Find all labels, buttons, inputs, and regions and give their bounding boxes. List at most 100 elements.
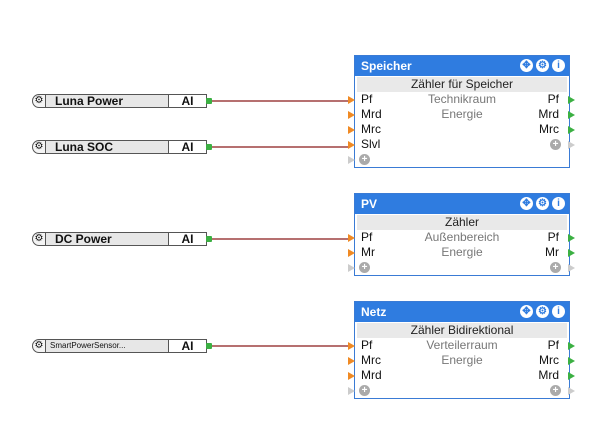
gear-icon[interactable]: ⚙ — [32, 94, 46, 108]
row-caption: Verteilerraum — [426, 338, 498, 352]
gear-icon[interactable]: ⚙ — [536, 59, 549, 72]
input-pin-empty[interactable] — [348, 264, 355, 272]
row-caption: Energie — [441, 107, 483, 121]
output-name: Mrd — [538, 368, 559, 382]
input-type: AI — [169, 94, 207, 108]
info-icon[interactable]: i — [552, 305, 565, 318]
output-pin[interactable] — [568, 96, 575, 104]
block-speicher[interactable]: Speicher ✥ ⚙ i Zähler für Speicher Pf Te… — [348, 55, 575, 168]
row-caption: Energie — [441, 353, 483, 367]
input-name: Mrc — [361, 353, 381, 367]
plus-icon[interactable]: + — [359, 385, 370, 396]
row-caption: Außenbereich — [424, 230, 500, 244]
block-title: PV — [361, 197, 378, 211]
block-row: Pf Technikraum Pf — [348, 92, 575, 107]
output-pin[interactable] — [568, 111, 575, 119]
input-name: Pf — [361, 230, 373, 244]
block-row-add: + — [348, 152, 569, 167]
block-pv[interactable]: PV ✥ ⚙ i Zähler Pf Außenbereich Pf Mr En… — [348, 193, 575, 276]
block-header[interactable]: PV ✥ ⚙ i — [355, 194, 569, 214]
input-name: Slvl — [361, 137, 381, 151]
block-subtitle: Zähler für Speicher — [357, 77, 567, 92]
input-label: DC Power — [46, 232, 169, 246]
block-row: Pf Verteilerraum Pf — [348, 338, 575, 353]
input-name: Pf — [361, 92, 373, 106]
block-row: Mrc Mrc — [348, 122, 575, 137]
input-label: Luna Power — [46, 94, 169, 108]
block-header[interactable]: Speicher ✥ ⚙ i — [355, 56, 569, 76]
plus-icon[interactable]: + — [550, 139, 561, 150]
plus-icon[interactable]: + — [359, 154, 370, 165]
output-pin-empty[interactable] — [568, 264, 575, 272]
plus-icon[interactable]: + — [550, 385, 561, 396]
input-name: Pf — [361, 338, 373, 352]
output-pin[interactable] — [568, 126, 575, 134]
output-pin[interactable] — [568, 372, 575, 380]
block-netz[interactable]: Netz ✥ ⚙ i Zähler Bidirektional Pf Verte… — [348, 301, 575, 399]
info-icon[interactable]: i — [552, 59, 565, 72]
input-label: Luna SOC — [46, 140, 169, 154]
input-label: SmartPowerSensor... — [46, 339, 169, 353]
block-row: Mrc Energie Mrc — [348, 353, 575, 368]
info-icon[interactable]: i — [552, 197, 565, 210]
output-pin[interactable] — [568, 234, 575, 242]
plus-icon[interactable]: + — [359, 262, 370, 273]
output-name: Mrd — [538, 107, 559, 121]
input-pin[interactable] — [348, 96, 355, 104]
block-title: Speicher — [361, 59, 412, 73]
output-name: Mrc — [539, 353, 559, 367]
row-caption: Energie — [441, 245, 483, 259]
output-name: Pf — [547, 92, 559, 106]
move-icon[interactable]: ✥ — [520, 305, 533, 318]
input-pin[interactable] — [348, 234, 355, 242]
gear-icon[interactable]: ⚙ — [536, 305, 549, 318]
input-name: Mrd — [361, 368, 382, 382]
input-node-dc-power[interactable]: ⚙ DC Power AI — [32, 232, 212, 246]
input-pin[interactable] — [348, 372, 355, 380]
gear-icon[interactable]: ⚙ — [32, 140, 46, 154]
block-subtitle: Zähler Bidirektional — [357, 323, 567, 338]
row-caption: Technikraum — [427, 92, 497, 106]
gear-icon[interactable]: ⚙ — [32, 232, 46, 246]
input-pin[interactable] — [348, 111, 355, 119]
output-pin[interactable] — [568, 342, 575, 350]
output-pin-empty[interactable] — [568, 387, 575, 395]
block-header[interactable]: Netz ✥ ⚙ i — [355, 302, 569, 322]
output-pin[interactable] — [568, 249, 575, 257]
gear-icon[interactable]: ⚙ — [32, 339, 46, 353]
input-pin[interactable] — [348, 249, 355, 257]
input-type: AI — [169, 339, 207, 353]
input-node-luna-soc[interactable]: ⚙ Luna SOC AI — [32, 140, 212, 154]
input-name: Mrc — [361, 122, 381, 136]
output-pin[interactable] — [568, 357, 575, 365]
input-node-luna-power[interactable]: ⚙ Luna Power AI — [32, 94, 212, 108]
input-node-smartpowersensor[interactable]: ⚙ SmartPowerSensor... AI — [32, 339, 212, 353]
input-pin-empty[interactable] — [348, 156, 355, 164]
block-subtitle: Zähler — [357, 215, 567, 230]
move-icon[interactable]: ✥ — [520, 197, 533, 210]
input-pin[interactable] — [348, 126, 355, 134]
input-pin[interactable] — [348, 141, 355, 149]
block-row: Mrd Energie Mrd — [348, 107, 575, 122]
block-row: Slvl + — [348, 137, 575, 152]
block-row: Mrd Mrd — [348, 368, 575, 383]
input-pin-empty[interactable] — [348, 387, 355, 395]
output-port[interactable] — [206, 236, 212, 242]
input-name: Mr — [361, 245, 375, 259]
output-name: Mr — [545, 245, 559, 259]
gear-icon[interactable]: ⚙ — [536, 197, 549, 210]
input-pin[interactable] — [348, 357, 355, 365]
block-row-add: + + — [348, 383, 575, 398]
move-icon[interactable]: ✥ — [520, 59, 533, 72]
output-port[interactable] — [206, 98, 212, 104]
block-row: Mr Energie Mr — [348, 245, 575, 260]
block-row-add: + + — [348, 260, 575, 275]
input-pin[interactable] — [348, 342, 355, 350]
output-port[interactable] — [206, 343, 212, 349]
plus-icon[interactable]: + — [550, 262, 561, 273]
output-pin-empty[interactable] — [568, 141, 575, 149]
output-port[interactable] — [206, 144, 212, 150]
block-title: Netz — [361, 305, 387, 319]
output-name: Pf — [547, 338, 559, 352]
